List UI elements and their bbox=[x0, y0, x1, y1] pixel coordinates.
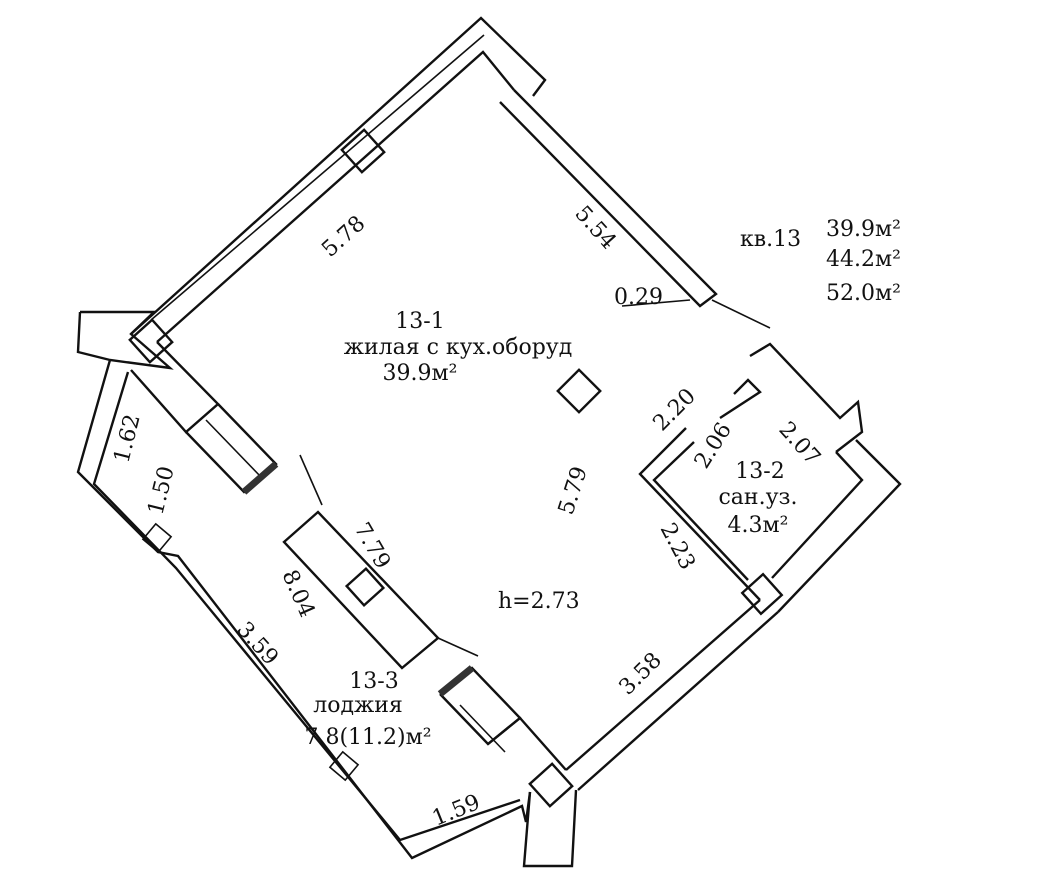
dim-loggia-width: 1.50 bbox=[144, 464, 180, 518]
left-corner-pier bbox=[76, 310, 174, 370]
dim-bath-inner-a: 2.06 bbox=[690, 418, 737, 473]
dim-bottom-wall: 3.58 bbox=[615, 648, 667, 700]
dim-loggia-end: 1.59 bbox=[429, 790, 484, 832]
bathroom-walls bbox=[638, 342, 902, 613]
room-2-area: 4.3м² bbox=[728, 513, 789, 538]
left-window-block bbox=[130, 341, 279, 495]
room-2-id: 13-2 bbox=[735, 459, 784, 484]
room-3-name: лоджия bbox=[313, 693, 403, 718]
apartment-area-2: 44.2м² bbox=[826, 247, 901, 272]
room-1-area: 39.9м² bbox=[383, 361, 458, 386]
dim-top-wall: 5.78 bbox=[317, 211, 370, 262]
dim-wall-thickness: 0.29 bbox=[614, 285, 663, 310]
apartment-area-1: 39.9м² bbox=[826, 217, 901, 242]
central-column bbox=[556, 368, 602, 414]
dim-bath-side: 2.23 bbox=[655, 519, 700, 574]
dim-right-wall: 5.54 bbox=[570, 201, 621, 254]
loggia-partition bbox=[282, 454, 479, 670]
room-3-id: 13-3 bbox=[349, 669, 398, 694]
bottom-right-corner bbox=[522, 762, 578, 868]
room-1-id: 13-1 bbox=[395, 309, 444, 334]
top-left-wall bbox=[130, 16, 547, 343]
apartment-area-3: 52.0м² bbox=[826, 281, 901, 306]
bottom-window-block bbox=[437, 665, 567, 771]
dim-loggia-short: 1.62 bbox=[110, 412, 146, 466]
top-right-wall bbox=[499, 89, 771, 329]
bottom-right-wall bbox=[565, 572, 784, 791]
loggia-outline bbox=[76, 359, 532, 860]
thickness-leader bbox=[621, 299, 691, 307]
apartment-label: кв.13 bbox=[740, 227, 801, 252]
room-1-name: жилая с кух.оборуд bbox=[344, 335, 573, 360]
room-2-name: сан.уз. bbox=[718, 485, 797, 510]
dim-diagonal: 5.79 bbox=[554, 464, 593, 518]
dim-bath-top: 2.20 bbox=[649, 384, 701, 436]
ceiling-height: h=2.73 bbox=[498, 589, 580, 614]
window-pier-top bbox=[340, 128, 386, 174]
dim-partition-a: 7.79 bbox=[349, 519, 395, 574]
room-3-area: 7.8(11.2)м² bbox=[304, 725, 431, 750]
